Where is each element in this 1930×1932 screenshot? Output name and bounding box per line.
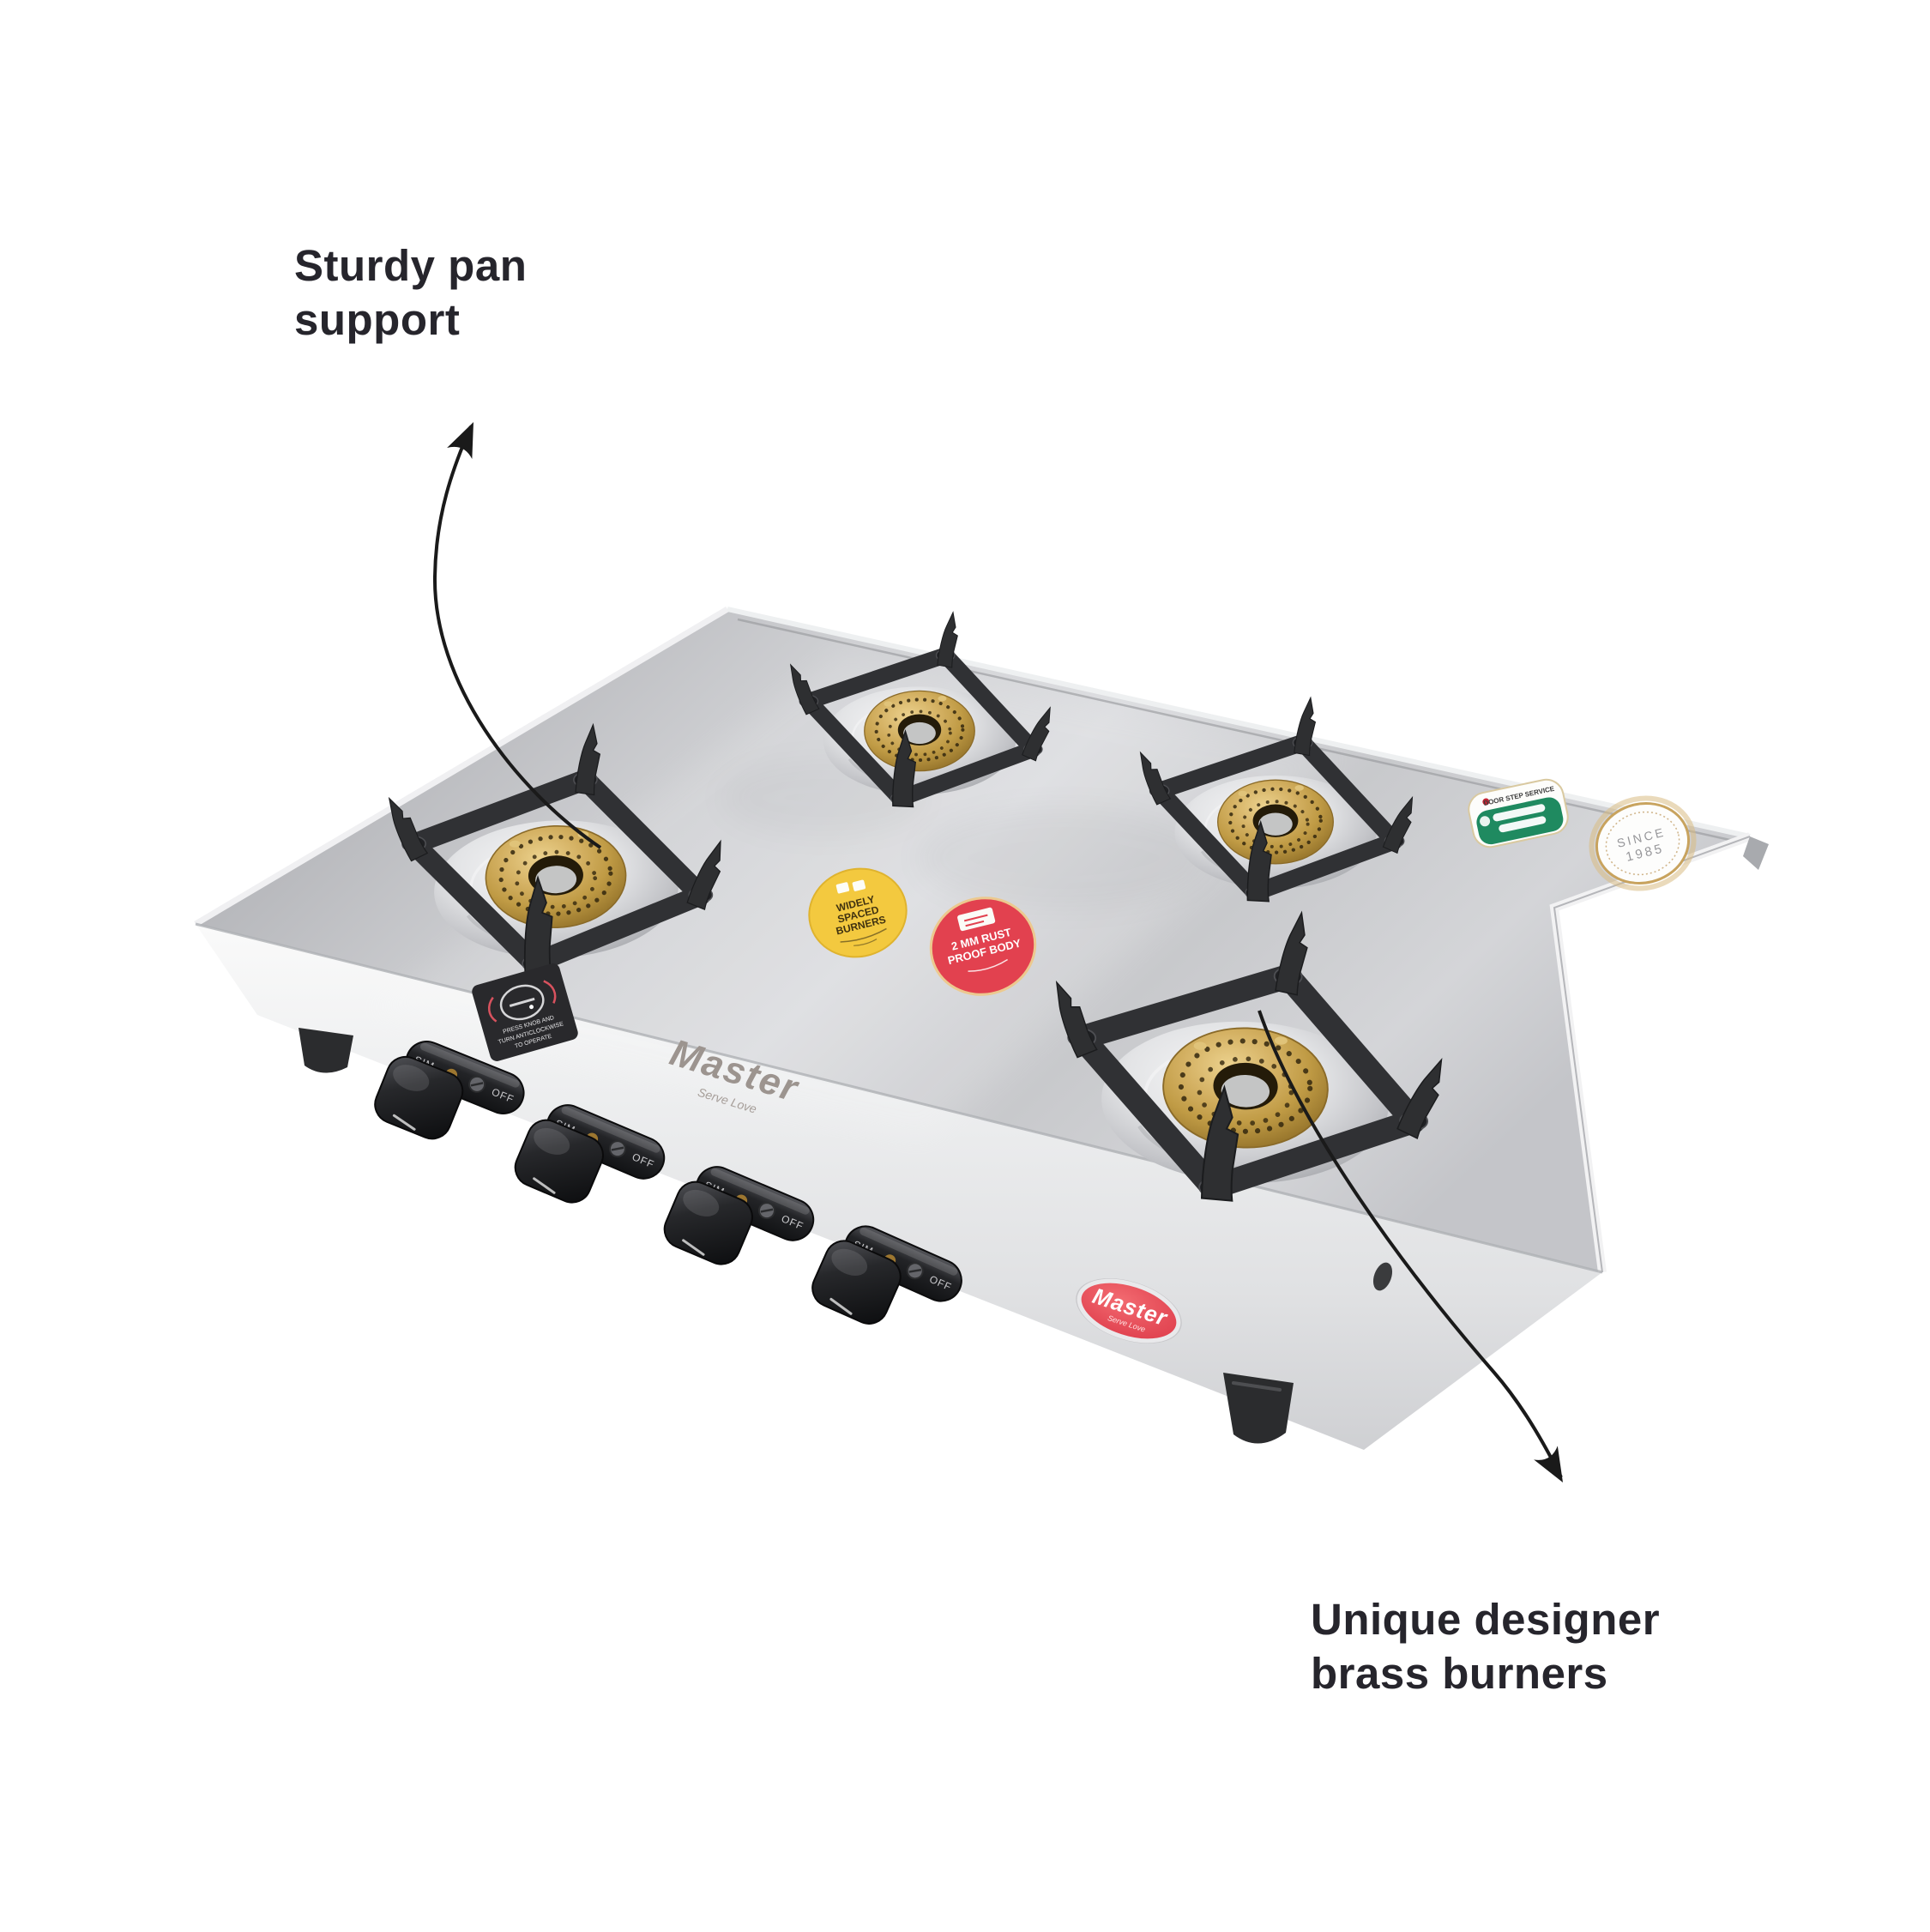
green-pill-sticker: DOOR STEP SERVICE bbox=[1468, 778, 1569, 848]
label-pan-support: Sturdy pan support bbox=[294, 238, 527, 347]
since-1985-badge: SINCE 1985 bbox=[1589, 795, 1697, 891]
edge-fold-notch bbox=[1743, 836, 1769, 870]
arrow-to-brass-burner bbox=[1258, 1010, 1575, 1489]
stove-front-apron bbox=[196, 924, 1602, 1450]
label-brass-burners-line2: brass burners bbox=[1311, 1649, 1608, 1699]
stove-foot-left bbox=[299, 1028, 353, 1073]
label-brass-burners-line1: Unique designer bbox=[1311, 1595, 1661, 1644]
front-corner-tab bbox=[1372, 1262, 1393, 1291]
caution-label-sticker: PRESS KNOB AND TURN ANTICLOCKWISE TO OPE… bbox=[472, 963, 578, 1061]
label-pan-support-line1: Sturdy pan bbox=[294, 241, 528, 290]
arrow-to-pan-support bbox=[432, 416, 602, 849]
yellow-badge-sticker: WIDELY SPACED BURNERS bbox=[808, 867, 908, 958]
label-pan-support-line2: support bbox=[294, 295, 461, 345]
red-badge-sticker: 2 MM RUST PROOF BODY bbox=[929, 897, 1037, 996]
label-brass-burners: Unique designer brass burners bbox=[1311, 1592, 1660, 1700]
